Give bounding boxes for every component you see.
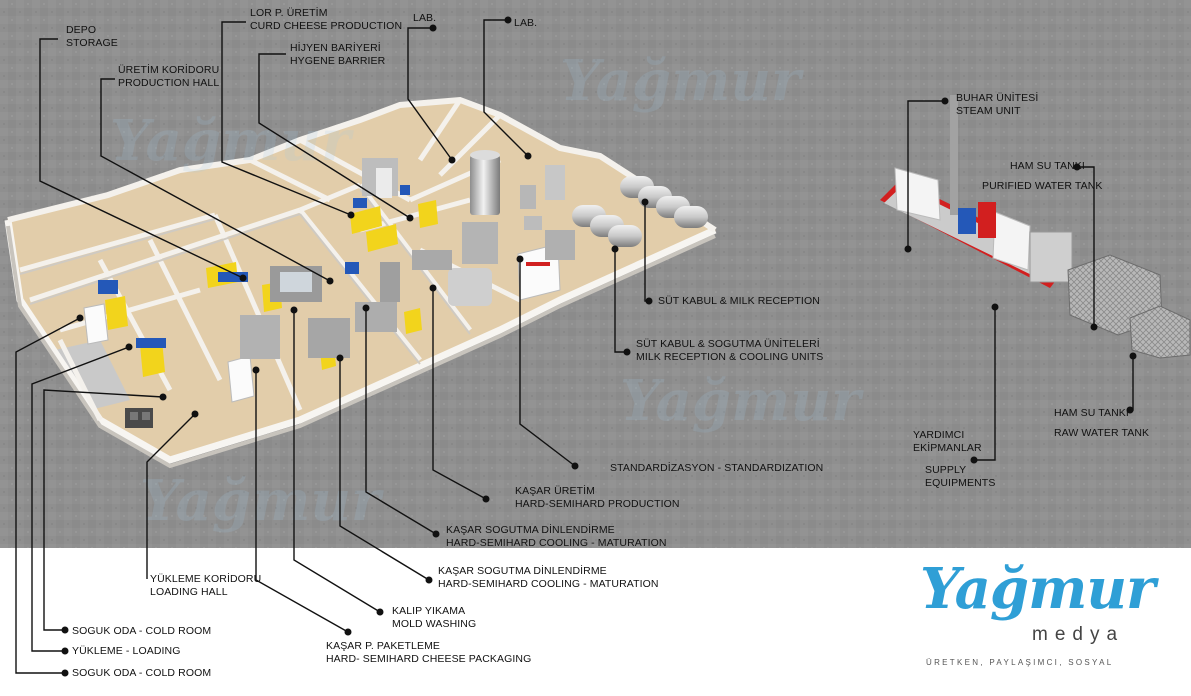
label-raw-water-tank: HAM SU TANKI RAW WATER TANK [1054, 407, 1150, 439]
svg-text:Yağmur: Yağmur [140, 468, 384, 534]
callout-dots [61, 16, 1137, 677]
callout-lines [15, 19, 1134, 674]
brand-subtitle: medya [1032, 624, 1125, 645]
label-loading: YÜKLEME - LOADING [72, 645, 181, 657]
blue-units [98, 185, 410, 348]
process-equipment [125, 150, 575, 428]
label-milk-reception: SÜT KABUL & MILK RECEPTION [658, 295, 820, 307]
brand-logo: Yağmur medya ÜRETKEN, PAYLAŞIMCI, SOSYAL [912, 556, 1172, 677]
label-standardization: STANDARDİZASYON - STANDARDIZATION [610, 462, 824, 474]
label-lab-2: LAB. [514, 17, 538, 29]
svg-text:Yağmur: Yağmur [560, 48, 804, 114]
milk-tanks [572, 176, 708, 247]
label-purified-water-tank: HAM SU TANKI PURIFIED WATER TANK [982, 160, 1103, 192]
svg-text:Yağmur: Yağmur [110, 108, 354, 174]
watermarks: Yağmur Yağmur Yağmur Yağmur [110, 48, 864, 534]
brand-name: Yağmur [920, 556, 1156, 622]
main-building [4, 96, 717, 469]
brand-slogan: ÜRETKEN, PAYLAŞIMCI, SOSYAL [926, 658, 1114, 667]
utility-compound [880, 95, 1191, 359]
label-lab-1: LAB. [413, 12, 437, 24]
label-cold-room-1: SOGUK ODA - COLD ROOM [72, 625, 212, 637]
label-cold-room-2: SOGUK ODA - COLD ROOM [72, 667, 212, 679]
svg-text:Yağmur: Yağmur [620, 368, 864, 434]
